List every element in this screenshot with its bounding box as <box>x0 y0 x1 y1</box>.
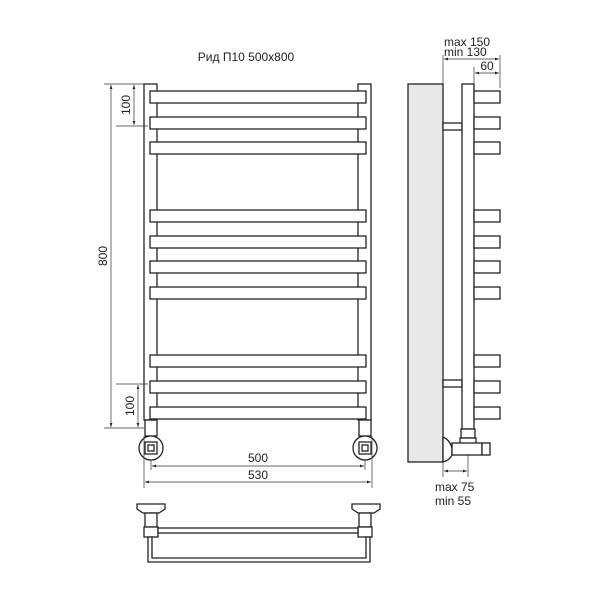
crossbar-side <box>473 354 501 368</box>
crossbar-side <box>473 406 501 420</box>
inner-width-dim-label: 500 <box>248 451 268 465</box>
crossbar <box>149 286 367 300</box>
crossbar <box>149 90 367 104</box>
wall-distance-min-label: min 130 <box>444 45 487 59</box>
crossbar <box>149 380 367 394</box>
crossbar-side <box>473 141 501 155</box>
crossbar <box>149 209 367 223</box>
crossbar <box>149 354 367 368</box>
crossbar-side <box>473 90 501 104</box>
crossbar-side <box>473 380 501 394</box>
wall-distance-max-label: max 150 <box>444 35 490 49</box>
height-dim-label: 800 <box>96 246 110 266</box>
left-valve <box>138 419 164 461</box>
side-rail <box>461 83 475 430</box>
crossbar <box>149 141 367 155</box>
left-rail <box>143 83 158 421</box>
crossbar <box>149 235 367 249</box>
crossbar <box>149 116 367 130</box>
right-valve <box>352 419 378 461</box>
crossbar-side <box>473 260 501 274</box>
top-offset-dim-label: 100 <box>119 95 133 115</box>
crossbar-side <box>473 286 501 300</box>
crossbar-side <box>473 116 501 130</box>
crossbar <box>149 260 367 274</box>
crossbar <box>149 406 367 420</box>
crossbar-side <box>473 235 501 249</box>
wall <box>407 83 444 463</box>
valve-distance-min-label: min 55 <box>435 494 471 508</box>
right-rail <box>357 83 372 421</box>
bottom-offset-dim-label: 100 <box>123 396 137 416</box>
bars <box>149 90 367 420</box>
bar-depth-dim-label: 60 <box>480 59 494 73</box>
outer-width-dim-label: 530 <box>248 468 268 482</box>
front-view: 800 100 100 500 530 <box>96 83 378 488</box>
side-view: max 150 min 130 60 max 75 min 55 <box>407 35 501 508</box>
valve-distance-max-label: max 75 <box>435 480 475 494</box>
plan-view <box>136 503 381 563</box>
drawing-title: Рид П10 500x800 <box>198 50 295 64</box>
crossbar-side <box>473 209 501 223</box>
